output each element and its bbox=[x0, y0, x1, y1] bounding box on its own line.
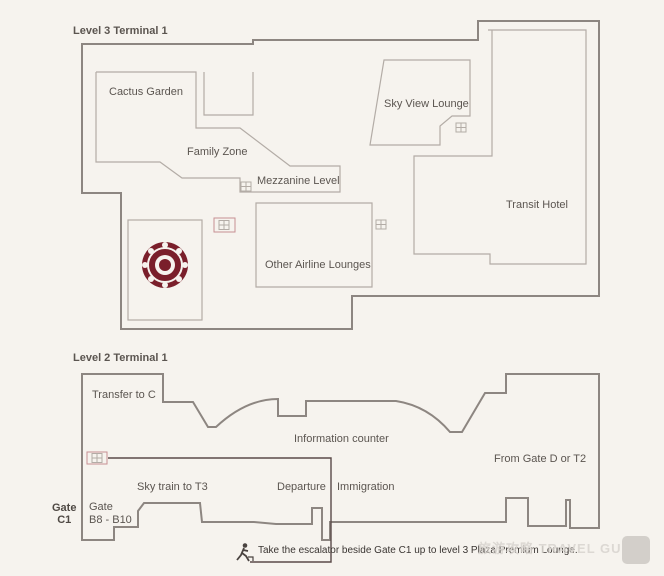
directions-note: Take the escalator beside Gate C1 up to … bbox=[258, 545, 578, 556]
gate-c1-text: Gate C1 bbox=[52, 502, 77, 526]
gate-b8-b10-label[interactable]: Gate B8 - B10 bbox=[89, 501, 132, 527]
watermark-logo-icon bbox=[622, 536, 650, 564]
sky-train-label[interactable]: Sky train to T3 bbox=[137, 481, 208, 493]
level3-title: Level 3 Terminal 1 bbox=[73, 25, 168, 37]
walking-route bbox=[108, 457, 332, 563]
gate-b8-b10-text: Gate B8 - B10 bbox=[89, 501, 132, 526]
level3-outline bbox=[81, 20, 600, 330]
escalator-icon bbox=[375, 219, 387, 230]
gate-c1-label[interactable]: Gate C1 bbox=[52, 502, 76, 526]
walking-person-icon bbox=[236, 543, 254, 562]
escalator-icon bbox=[240, 181, 252, 192]
other-airline-lounges-label[interactable]: Other Airline Lounges bbox=[265, 259, 371, 271]
lounge-marker-icon[interactable] bbox=[142, 242, 188, 288]
mezzanine-inner bbox=[203, 72, 254, 116]
level2-title: Level 2 Terminal 1 bbox=[73, 352, 168, 364]
other-airline-lounges-area bbox=[255, 202, 373, 288]
mezzanine-level-label[interactable]: Mezzanine Level bbox=[257, 175, 340, 187]
transfer-to-c-label[interactable]: Transfer to C bbox=[92, 389, 156, 401]
from-gate-d-label[interactable]: From Gate D or T2 bbox=[494, 453, 587, 465]
information-counter-label[interactable]: Information counter bbox=[294, 433, 389, 445]
escalator-icon bbox=[455, 122, 467, 133]
level2-outline bbox=[81, 373, 600, 541]
escalator-icon bbox=[86, 451, 108, 465]
transit-hotel-label[interactable]: Transit Hotel bbox=[506, 199, 568, 211]
family-zone-boundary bbox=[95, 71, 341, 193]
transit-hotel-area bbox=[413, 29, 587, 265]
sky-view-lounge-label[interactable]: Sky View Lounge bbox=[384, 98, 469, 110]
departure-label[interactable]: Departure bbox=[277, 481, 326, 493]
family-zone-label[interactable]: Family Zone bbox=[187, 146, 248, 158]
sky-view-lounge-area bbox=[369, 59, 471, 146]
immigration-label[interactable]: Immigration bbox=[337, 481, 395, 493]
watermark-text: 旅游攻略 TRAVEL GUIDE bbox=[478, 541, 647, 556]
escalator-icon bbox=[213, 217, 236, 233]
atrium-area bbox=[127, 219, 203, 321]
cactus-garden-label[interactable]: Cactus Garden bbox=[109, 86, 183, 98]
